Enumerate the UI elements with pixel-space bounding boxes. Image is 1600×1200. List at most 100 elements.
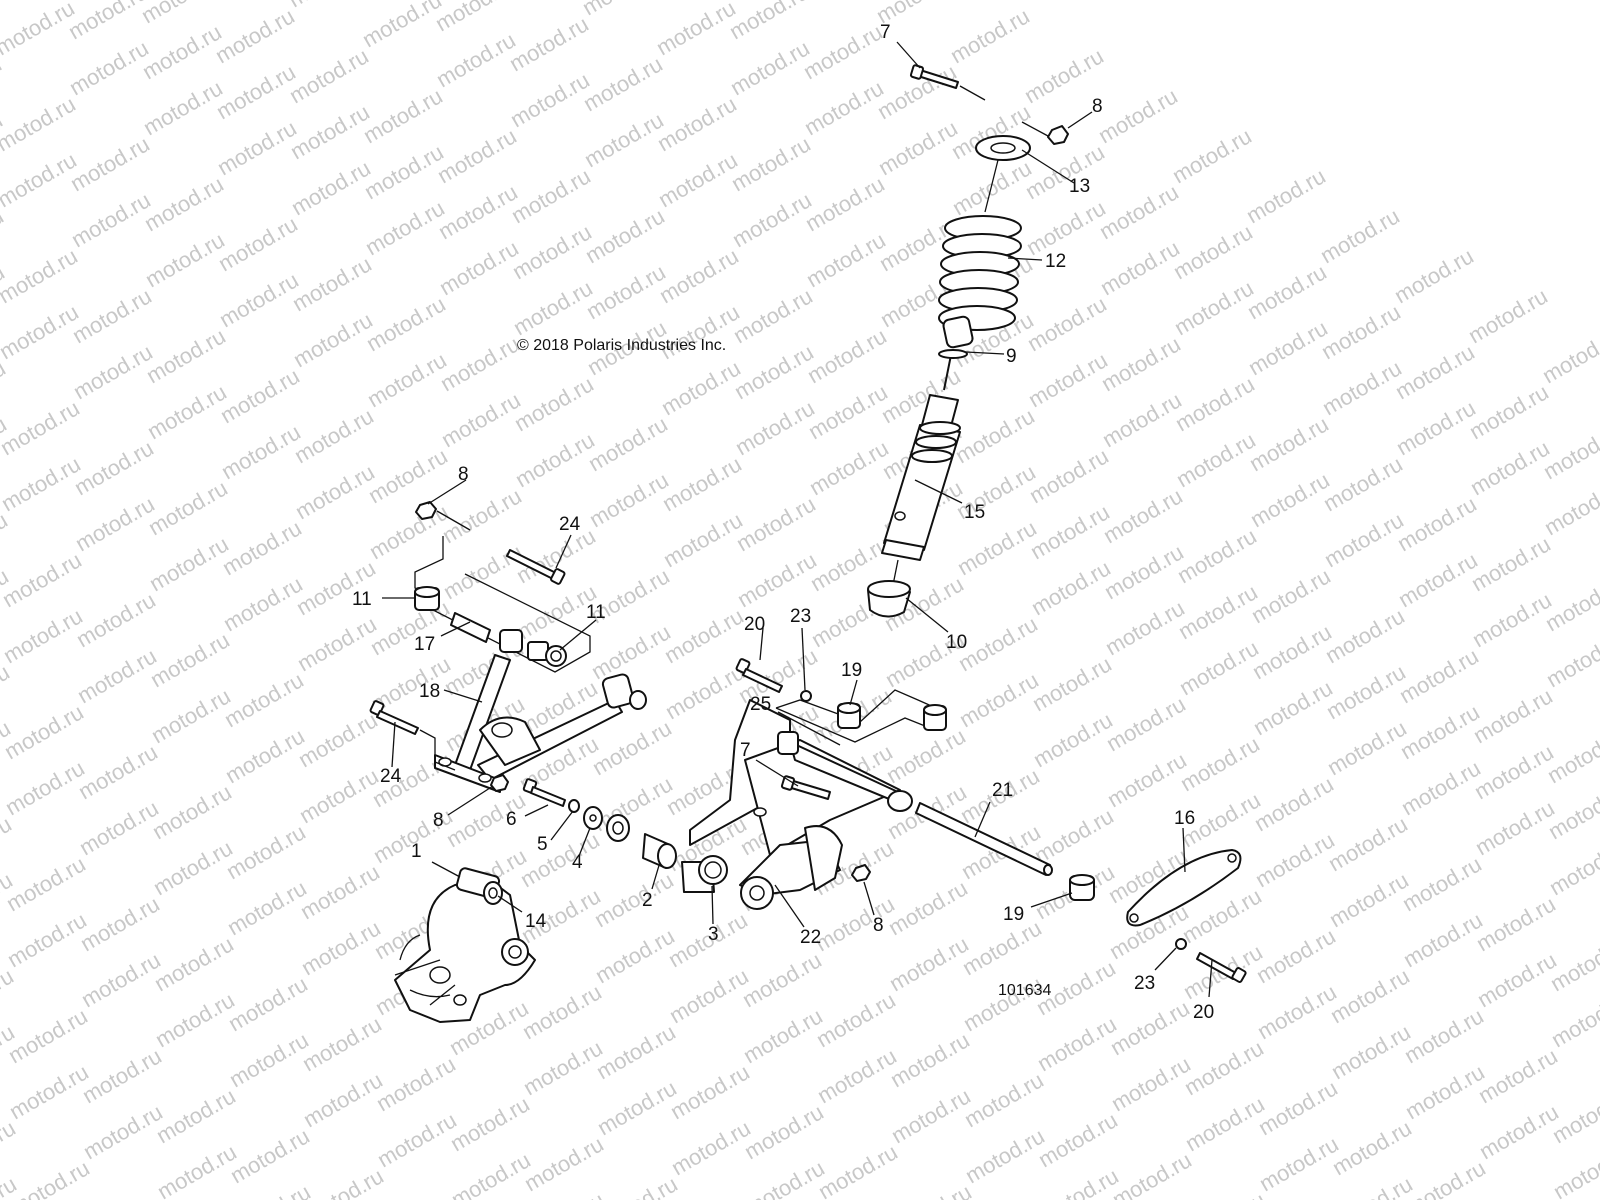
callout-18: 18: [419, 681, 440, 702]
watermark-text: motod.ru: [653, 91, 741, 156]
watermark-text: motod.ru: [1316, 203, 1404, 268]
watermark-text: motod.ru: [654, 147, 742, 212]
watermark-text: motod.ru: [593, 1075, 681, 1140]
watermark-text: motod.ru: [0, 51, 6, 116]
callout-12: 12: [1045, 251, 1066, 272]
watermark-text: motod.ru: [1029, 707, 1117, 772]
part-11-right-bushing: [499, 629, 567, 667]
callout-24-bottom: 24: [380, 766, 402, 787]
watermark-text: motod.ru: [361, 195, 449, 260]
watermark-text: motod.ru: [1028, 651, 1116, 716]
watermark-text: motod.ru: [506, 67, 594, 132]
watermark-text: motod.ru: [288, 251, 376, 316]
part-7-top-pin: [909, 64, 986, 101]
watermark-text: motod.ru: [149, 835, 237, 900]
watermark-text: motod.ru: [439, 539, 527, 604]
callout-6: 6: [506, 809, 517, 830]
watermark-text: motod.ru: [1033, 1011, 1121, 1076]
watermark-text: motod.ru: [373, 1107, 461, 1172]
watermark-text: motod.ru: [953, 515, 1041, 580]
watermark-text: motod.ru: [510, 371, 598, 436]
watermark-text: motod.ru: [1549, 1139, 1600, 1200]
watermark-text: motod.ru: [1243, 259, 1331, 324]
part-12-spring: [938, 215, 1022, 331]
watermark-text: motod.ru: [1390, 243, 1478, 308]
watermark-text: motod.ru: [508, 219, 596, 284]
watermark-text: motod.ru: [657, 355, 745, 420]
watermark-text: motod.ru: [222, 819, 310, 884]
knuckle-assembly: [394, 867, 536, 1023]
watermark-text: motod.ru: [300, 1163, 388, 1200]
watermark-text: motod.ru: [667, 1115, 755, 1180]
watermark-text: motod.ru: [220, 667, 308, 732]
callout-19-top: 19: [841, 660, 862, 681]
watermark-text: motod.ru: [1317, 299, 1405, 364]
watermark-text: motod.ru: [812, 987, 900, 1052]
watermark-text: motod.ru: [1396, 699, 1484, 764]
watermark-text: motod.ru: [140, 171, 228, 236]
watermark-text: motod.ru: [882, 723, 970, 788]
watermark-text: motod.ru: [1391, 339, 1479, 404]
watermark-text: motod.ru: [218, 515, 306, 580]
watermark-text: motod.ru: [436, 331, 524, 396]
watermark-text: motod.ru: [1174, 579, 1262, 644]
watermark-text: motod.ru: [729, 283, 817, 348]
watermark-text: motod.ru: [951, 403, 1039, 468]
callout-21: 21: [992, 780, 1013, 801]
callout-2: 2: [642, 890, 653, 911]
watermark-text: motod.ru: [726, 35, 814, 100]
watermark-text: motod.ru: [214, 211, 302, 276]
watermark-text: motod.ru: [0, 203, 8, 268]
part-16-plate: [1126, 849, 1242, 927]
watermark-text: motod.ru: [70, 435, 158, 500]
watermark-text: motod.ru: [1328, 1115, 1416, 1180]
watermark-text: motod.ru: [1024, 347, 1112, 412]
watermark-text: motod.ru: [1318, 355, 1406, 420]
watermark-text: motod.ru: [1176, 731, 1264, 796]
part-17-sleeve: [450, 612, 491, 643]
watermark-text: motod.ru: [298, 1011, 386, 1076]
watermark-text: motod.ru: [285, 43, 373, 108]
part-8-top-nut: [1021, 121, 1069, 145]
watermark-text: motod.ru: [1171, 371, 1259, 436]
watermark-text: motod.ru: [1255, 1131, 1343, 1196]
callout-8-left: 8: [458, 464, 469, 485]
callout-13: 13: [1069, 176, 1090, 197]
part-18-a-arm: [434, 654, 647, 793]
watermark-text: motod.ru: [77, 947, 165, 1012]
watermark-text: motod.ru: [1322, 659, 1410, 724]
callout-20-top: 20: [744, 614, 765, 635]
watermark-text: motod.ru: [652, 0, 740, 60]
watermark-text: motod.ru: [738, 947, 826, 1012]
watermark-text: motod.ru: [72, 587, 160, 652]
callout-11-left: 11: [352, 589, 372, 610]
callout-7-top: 7: [880, 22, 891, 43]
watermark-text: motod.ru: [1030, 803, 1118, 868]
watermark-text: motod.ru: [0, 355, 10, 420]
watermark-text: motod.ru: [1397, 755, 1485, 820]
callout-7-mid: 7: [740, 740, 751, 761]
watermark-text: motod.ru: [1103, 747, 1191, 812]
callout-20-bottom: 20: [1193, 1002, 1214, 1023]
watermark-text: motod.ru: [67, 187, 155, 252]
part-20-top-bolt: [735, 658, 783, 693]
watermark-text: motod.ru: [69, 339, 157, 404]
watermark-text: motod.ru: [1023, 291, 1111, 356]
watermark-text: motod.ru: [1473, 947, 1561, 1012]
watermark-text: motod.ru: [1325, 867, 1413, 932]
watermark-text: motod.ru: [0, 507, 12, 572]
watermark-text: motod.ru: [520, 1131, 608, 1196]
watermark-text: motod.ru: [0, 1115, 20, 1180]
watermark-text: motod.ru: [211, 3, 299, 68]
watermark-text: motod.ru: [814, 1139, 902, 1200]
part-11-left-bushing: [414, 586, 440, 611]
watermark-text: motod.ru: [589, 771, 677, 836]
watermark-text: motod.ru: [296, 859, 384, 924]
watermark-text: motod.ru: [511, 427, 599, 492]
watermark-text: motod.ru: [1250, 771, 1338, 836]
watermark-text: motod.ru: [362, 291, 450, 356]
watermark-text: motod.ru: [804, 379, 892, 444]
watermark-text: motod.ru: [71, 491, 159, 556]
